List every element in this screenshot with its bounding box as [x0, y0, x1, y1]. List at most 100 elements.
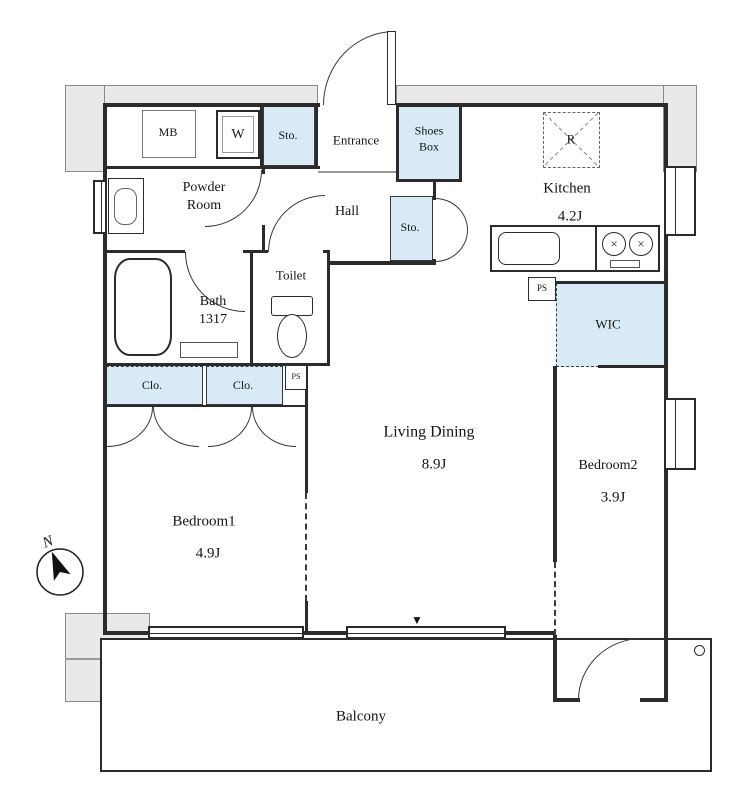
wic-label: WIC: [595, 316, 621, 332]
entrance-step-line: [318, 171, 396, 173]
wall-segment: [103, 250, 185, 253]
wall-segment: [103, 103, 320, 107]
bedroom1-label: Bedroom1: [172, 513, 236, 530]
balcony-drain-icon: [694, 645, 705, 656]
living-door-arc: [435, 198, 468, 230]
stove-burner-icon: ×: [602, 232, 626, 256]
wall-segment: [262, 166, 265, 174]
pipe-space-closet: [285, 365, 307, 390]
wall-segment: [504, 631, 556, 635]
wall-segment: [459, 103, 462, 182]
storage-hall: [390, 196, 433, 261]
entrance-door-arc: [323, 31, 395, 105]
wall-segment: [598, 365, 667, 368]
storage-hall-label: Sto.: [400, 220, 420, 235]
closet-door-arc: [252, 407, 296, 447]
bedroom2-label: Bedroom2: [578, 457, 638, 473]
balcony-label: Balcony: [336, 708, 386, 725]
powder-room-label: Powder Room: [182, 179, 226, 213]
window: [346, 626, 506, 639]
living-dining-label: Living Dining: [383, 423, 475, 441]
wall-segment: [262, 225, 265, 253]
structure-block: [65, 85, 105, 172]
hall-label: Hall: [334, 203, 360, 219]
wall-segment: [640, 698, 668, 702]
sliding-door-dashed: [305, 493, 307, 601]
window-sash-line: [675, 400, 676, 468]
washing-machine-pan-inner: [222, 116, 254, 153]
wall-segment: [305, 363, 308, 493]
wall-segment: [103, 631, 150, 635]
vanity-sink-bowl: [114, 188, 137, 225]
kitchen-label: Kitchen: [543, 180, 591, 197]
wall-segment: [396, 179, 462, 182]
refrigerator-space: [543, 112, 600, 168]
toilet-bowl: [277, 314, 307, 358]
entrance-label: Entrance: [332, 132, 380, 148]
wall-segment: [328, 261, 435, 265]
living-dining-size-label: 8.9J: [421, 456, 447, 473]
window-side: [93, 180, 107, 234]
refrigerator-label: R: [566, 131, 576, 147]
refrigerator-cross-icon: [544, 113, 598, 166]
shoes-box-label: Shoes Box: [414, 123, 444, 153]
window-sash-line: [150, 632, 302, 634]
wall-segment: [315, 103, 318, 166]
washer-label: W: [231, 126, 245, 142]
kitchen-sink: [498, 232, 560, 265]
closet-right: [206, 366, 283, 405]
bathtub: [114, 258, 172, 356]
counter-divider: [595, 227, 597, 270]
bath-label: Bath 1317: [199, 293, 227, 327]
toilet-tank: [271, 296, 313, 316]
structure-block: [663, 85, 697, 172]
toilet-door-arc: [268, 195, 325, 252]
wall-segment: [103, 103, 107, 635]
closet-door-arc: [153, 407, 199, 447]
wall-segment: [304, 631, 348, 635]
wall-segment: [250, 250, 253, 366]
structure-block: [396, 85, 697, 105]
pipe-space-kitchen: [528, 277, 556, 301]
closet-door-arc: [107, 407, 153, 447]
closet-front-line: [103, 405, 307, 407]
wall-segment: [553, 635, 557, 702]
window-side: [664, 166, 696, 236]
sliding-door-dashed: [554, 562, 556, 635]
storage-top-label: Sto.: [278, 128, 298, 143]
walk-in-closet: [556, 283, 664, 367]
washing-machine-pan: [216, 110, 260, 159]
compass-needle-icon: [51, 551, 71, 581]
closet-left: [106, 366, 203, 405]
bedroom1-size-label: 4.9J: [195, 545, 221, 562]
wall-segment: [243, 250, 268, 253]
wall-segment: [327, 250, 330, 366]
window-side: [664, 398, 696, 470]
wall-segment: [396, 103, 399, 181]
wall-segment: [433, 179, 436, 200]
stove-burner-icon: ×: [629, 232, 653, 256]
toilet-label: Toilet: [275, 267, 307, 283]
wall-segment: [556, 281, 667, 284]
closet-left-label: Clo.: [141, 378, 163, 393]
closet-door-arc: [208, 407, 252, 447]
mb-label: MB: [158, 125, 178, 140]
bedroom2-size-label: 3.9J: [600, 489, 626, 506]
window-sash-line: [101, 182, 102, 232]
wall-segment: [396, 103, 667, 107]
wall-segment: [323, 250, 330, 253]
wall-segment: [103, 363, 330, 366]
pipe-space-kitchen-label: PS: [536, 283, 548, 294]
wall-segment: [553, 698, 580, 702]
window-sash-line: [348, 632, 504, 634]
window: [148, 626, 304, 639]
meter-box: [142, 110, 196, 158]
wall-segment: [103, 166, 265, 169]
storage-top: [263, 105, 315, 166]
living-door-arc: [435, 230, 468, 262]
bath-ledge: [180, 342, 238, 358]
wall-segment: [260, 105, 263, 169]
closet-right-label: Clo.: [232, 378, 254, 393]
pipe-space-closet-label: PS: [291, 371, 301, 381]
